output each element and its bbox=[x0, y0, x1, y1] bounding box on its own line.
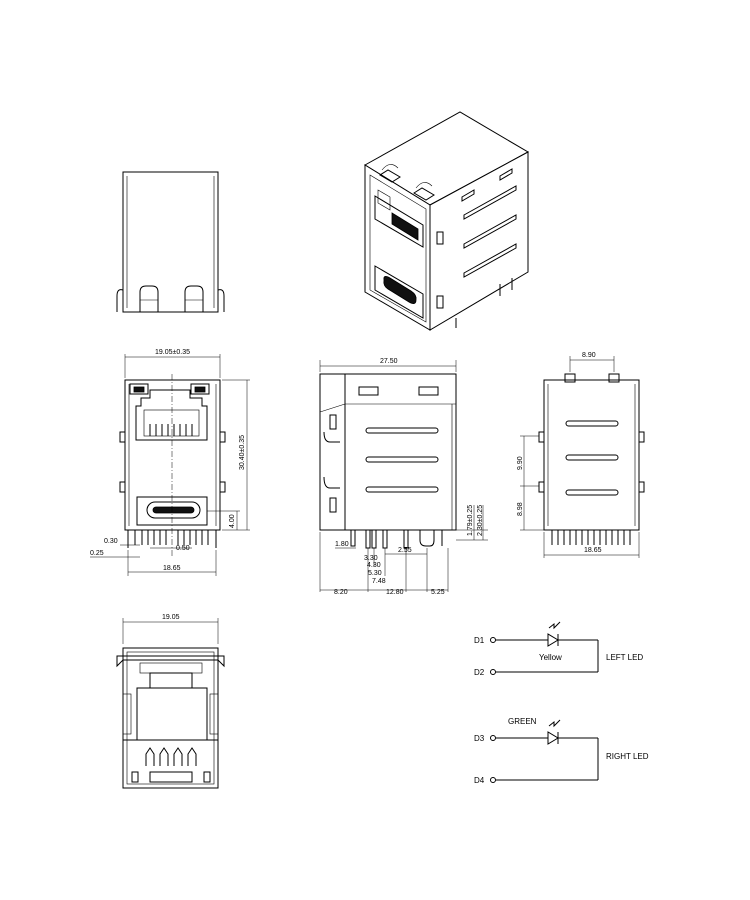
green-label: GREEN bbox=[508, 717, 537, 726]
side-j-dim: 1.79±0.25 bbox=[467, 505, 474, 536]
front-pitch-dim: 18.65 bbox=[163, 565, 181, 572]
side-g-dim: 8.20 bbox=[334, 589, 348, 596]
isometric-view bbox=[364, 111, 530, 331]
side-d-dim: 5.30 bbox=[368, 570, 382, 577]
pin-d1-label: D1 bbox=[474, 636, 485, 645]
pin-d4-label: D4 bbox=[474, 776, 485, 785]
front-width-dim: 19.05±0.35 bbox=[155, 349, 190, 356]
side-k-dim: 2.30±0.25 bbox=[477, 505, 484, 536]
side-f-dim: 2.55 bbox=[398, 547, 412, 554]
pin-d2-label: D2 bbox=[474, 668, 485, 677]
side-h-dim: 12.80 bbox=[386, 589, 404, 596]
side-a-dim: 1.80 bbox=[335, 541, 349, 548]
pin-d3-label: D3 bbox=[474, 734, 485, 743]
bottom-width-dim: 19.05 bbox=[162, 614, 180, 621]
side-depth-dim: 27.50 bbox=[380, 358, 398, 365]
rj45-contacts bbox=[149, 424, 193, 436]
rear-pins bbox=[551, 530, 631, 545]
front-pins bbox=[127, 530, 217, 548]
rear-width-dim: 18.65 bbox=[584, 547, 602, 554]
bottom-view bbox=[116, 618, 225, 789]
rear-view bbox=[520, 356, 645, 558]
led-schematic bbox=[490, 621, 599, 783]
rear-top-dim: 8.90 bbox=[582, 352, 596, 359]
side-c-dim: 4.30 bbox=[367, 562, 381, 569]
pin-offset-b-dim: 0.25 bbox=[90, 550, 104, 557]
side-view bbox=[319, 360, 488, 592]
right-led-label: RIGHT LED bbox=[606, 752, 649, 761]
rear-v2-dim: 8.98 bbox=[517, 502, 524, 516]
usb-offset-dim: 4.00 bbox=[229, 514, 236, 528]
rear-v1-dim: 9.90 bbox=[517, 456, 524, 470]
top-view bbox=[116, 171, 225, 313]
side-b-dim: 3.30 bbox=[364, 555, 378, 562]
left-led-label: LEFT LED bbox=[606, 653, 643, 662]
front-height-dim: 30.40±0.35 bbox=[239, 435, 246, 470]
pin-offset-a-dim: 0.30 bbox=[104, 538, 118, 545]
front-view bbox=[90, 354, 250, 576]
side-e-dim: 7.48 bbox=[372, 578, 386, 585]
yellow-label: Yellow bbox=[539, 653, 562, 662]
pin-width-dim: 0.50 bbox=[176, 545, 190, 552]
side-i-dim: 5.25 bbox=[431, 589, 445, 596]
